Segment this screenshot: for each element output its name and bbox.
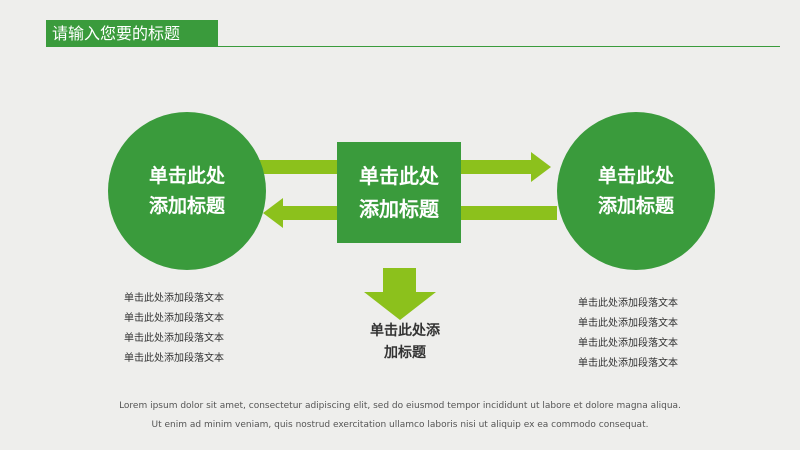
right-text-list: 单击此处添加段落文本 单击此处添加段落文本 单击此处添加段落文本 单击此处添加段…	[578, 294, 678, 374]
list-item[interactable]: 单击此处添加段落文本	[578, 298, 678, 309]
right-circle[interactable]: 单击此处 添加标题	[557, 112, 715, 270]
footer-line-2: Ut enim ad minim veniam, quis nostrud ex…	[151, 420, 649, 430]
list-item[interactable]: 单击此处添加段落文本	[124, 353, 224, 364]
footer-text: Lorem ipsum dolor sit amet, consectetur …	[110, 397, 690, 435]
footer-line-1: Lorem ipsum dolor sit amet, consectetur …	[119, 401, 681, 411]
arrow-down	[364, 268, 436, 320]
center-box[interactable]: 单击此处 添加标题	[337, 142, 461, 243]
list-item[interactable]: 单击此处添加段落文本	[578, 358, 678, 369]
left-text-list: 单击此处添加段落文本 单击此处添加段落文本 单击此处添加段落文本 单击此处添加段…	[124, 289, 224, 369]
left-circle[interactable]: 单击此处 添加标题	[108, 112, 266, 270]
sub-title[interactable]: 单击此处添 加标题	[370, 323, 440, 361]
list-item[interactable]: 单击此处添加段落文本	[124, 293, 224, 304]
list-item[interactable]: 单击此处添加段落文本	[124, 313, 224, 324]
list-item[interactable]: 单击此处添加段落文本	[578, 318, 678, 329]
page-title: 请输入您要的标题	[46, 20, 218, 47]
list-item[interactable]: 单击此处添加段落文本	[578, 338, 678, 349]
list-item[interactable]: 单击此处添加段落文本	[124, 333, 224, 344]
title-underline	[218, 46, 780, 47]
